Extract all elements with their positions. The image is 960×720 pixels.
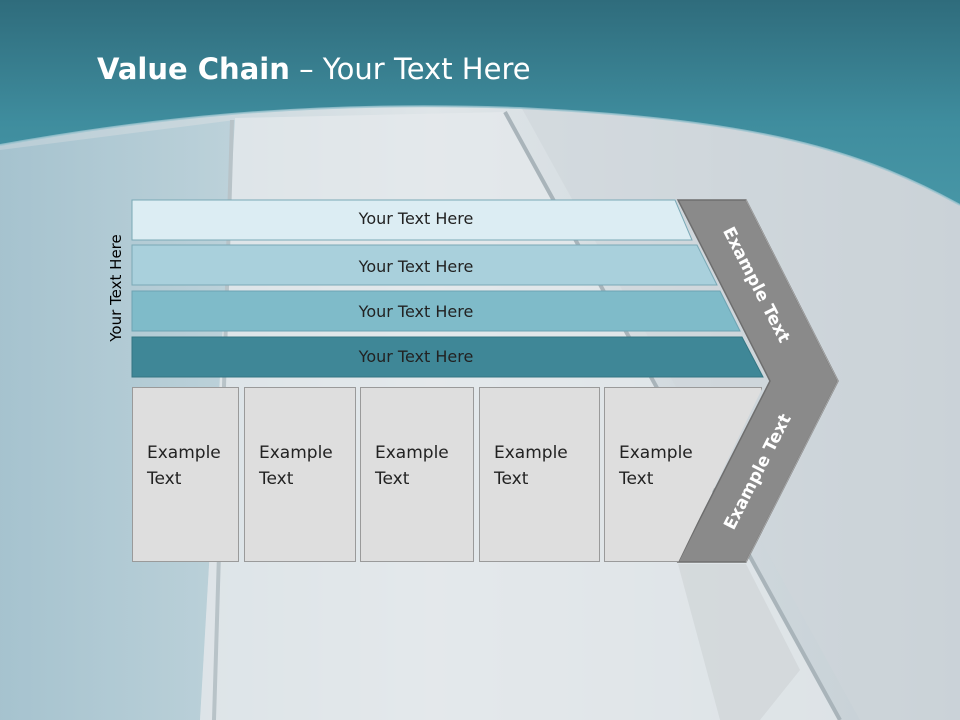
title-bold: Value Chain — [97, 52, 290, 86]
bar-label-4: Your Text Here — [358, 347, 474, 366]
bar-label-2: Your Text Here — [358, 257, 474, 276]
bar-shape-1 — [131, 199, 693, 241]
bar-label-3: Your Text Here — [358, 302, 474, 321]
bar-shape-4 — [131, 336, 764, 378]
page-title: Value Chain – Your Text Here — [97, 52, 531, 86]
bar-shape-2 — [131, 244, 718, 286]
title-rest: – Your Text Here — [289, 52, 531, 86]
bar-label-1: Your Text Here — [358, 209, 474, 228]
bar-shape-3 — [131, 290, 741, 332]
vertical-label: Your Text Here — [107, 234, 125, 342]
